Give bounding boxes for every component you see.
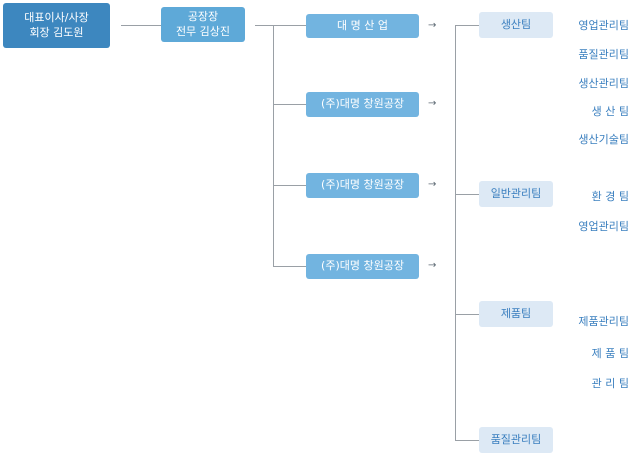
subteam-label: 관 리 팀 (591, 377, 629, 390)
team-label: 일반관리팀 (490, 186, 542, 200)
company-box-4: (주)대명 창원공장 (306, 254, 419, 279)
connector-team-4 (455, 440, 479, 441)
arrow-icon: → (428, 20, 437, 31)
connector-team-3 (455, 314, 479, 315)
company-box-2: (주)대명 창원공장 (306, 92, 419, 117)
team-label: 제품팀 (500, 306, 532, 320)
company-label: 대 명 산 업 (337, 18, 388, 32)
connector-team-2 (455, 194, 479, 195)
connector-director-companies (255, 25, 306, 26)
subteam-label: 환 경 팀 (591, 190, 629, 203)
ceo-box: 대표이사/사장 회장 김도원 (3, 3, 110, 48)
company-label: (주)대명 창원공장 (321, 97, 404, 111)
subteam-label: 생산관리팀 (578, 77, 629, 90)
director-title: 공장장 (187, 9, 219, 23)
subteam-label: 생 산 팀 (591, 105, 629, 118)
subteam-label: 제품관리팀 (578, 315, 629, 328)
team-label: 생산팀 (500, 17, 532, 31)
connector-team-1 (455, 25, 479, 26)
connector-company-2 (273, 104, 306, 105)
connector-ceo-director (121, 25, 161, 26)
connector-company-4 (273, 266, 306, 267)
arrow-icon: → (428, 179, 437, 190)
arrow-icon: → (428, 260, 437, 271)
company-label: (주)대명 창원공장 (321, 259, 404, 273)
team-box-production: 생산팀 (479, 12, 553, 38)
connector-companies-vertical (273, 25, 274, 267)
subteam-label: 영업관리팀 (578, 220, 629, 233)
team-label: 품질관리팀 (490, 432, 542, 446)
team-box-product: 제품팀 (479, 301, 553, 327)
ceo-title: 대표이사/사장 (24, 10, 89, 24)
connector-teams-vertical (455, 25, 456, 440)
director-name: 전무 김상진 (175, 24, 231, 38)
ceo-name: 회장 김도원 (29, 25, 84, 39)
company-box-3: (주)대명 창원공장 (306, 173, 419, 198)
director-box: 공장장 전무 김상진 (161, 7, 245, 42)
team-box-general: 일반관리팀 (479, 181, 553, 207)
subteam-label: 제 품 팀 (591, 347, 629, 360)
arrow-icon: → (428, 98, 437, 109)
connector-company-3 (273, 185, 306, 186)
subteam-label: 영업관리팀 (578, 19, 629, 32)
team-box-quality: 품질관리팀 (479, 427, 553, 453)
subteam-label: 생산기술팀 (578, 133, 629, 146)
company-box-1: 대 명 산 업 (306, 14, 419, 38)
subteam-label: 품질관리팀 (578, 48, 629, 61)
company-label: (주)대명 창원공장 (321, 178, 404, 192)
